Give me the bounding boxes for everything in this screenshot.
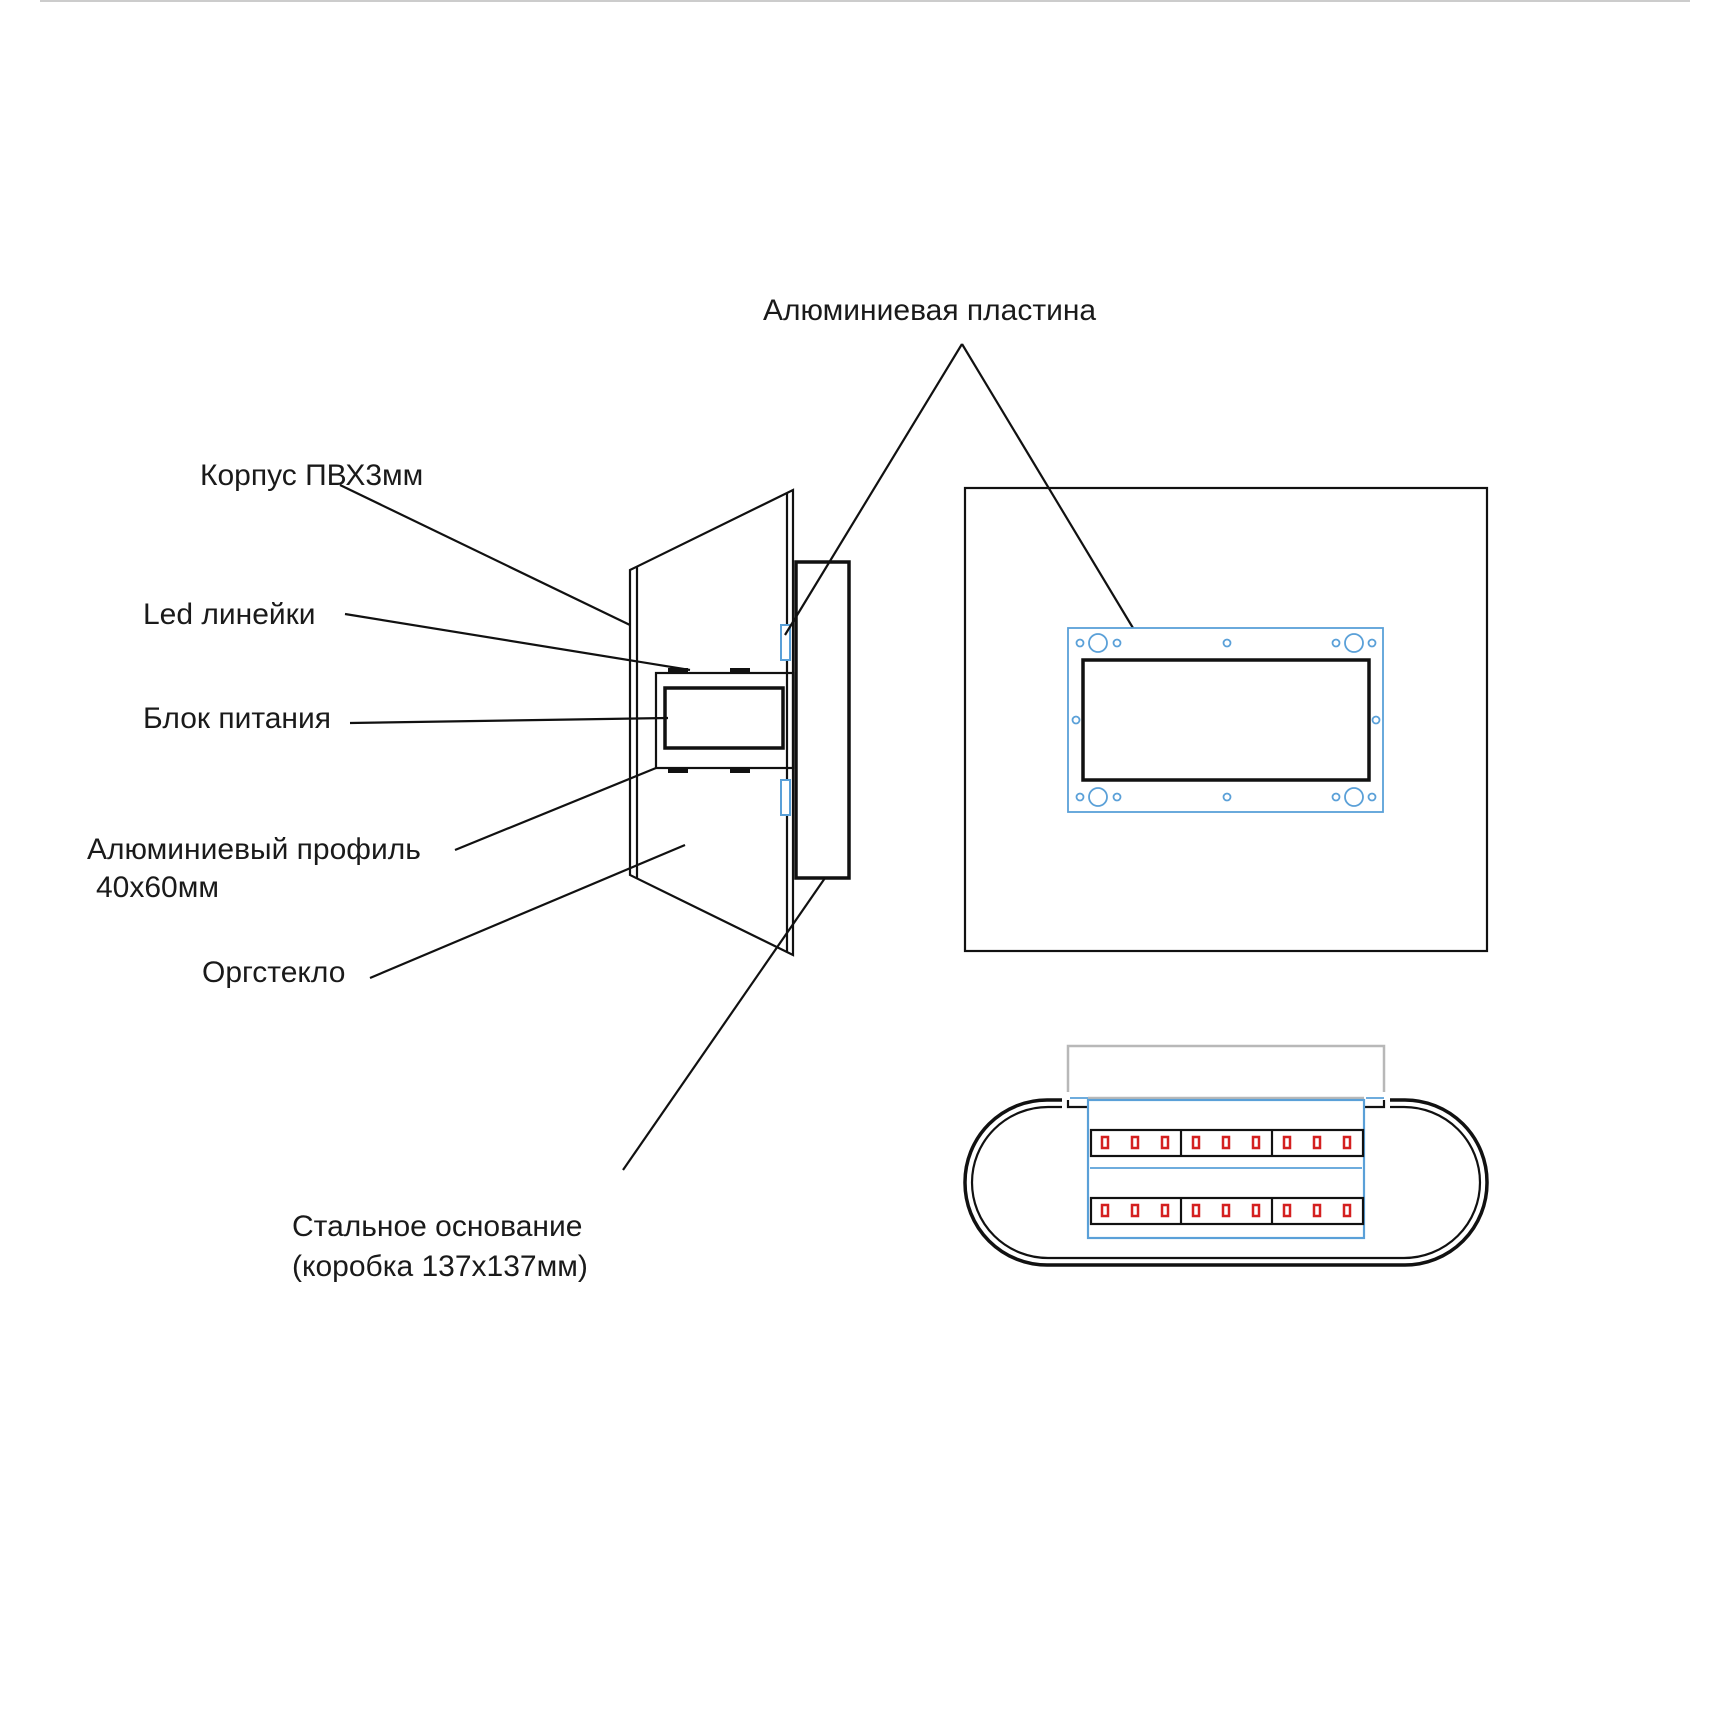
front-view bbox=[963, 486, 1489, 953]
led-strip-row-1 bbox=[1089, 1128, 1365, 1158]
led-nub-bottom-right bbox=[730, 767, 750, 773]
plate-hole-small-br2 bbox=[1367, 792, 1377, 802]
plate-hole-small-bl2 bbox=[1112, 792, 1122, 802]
label-led-strips: Led линейки bbox=[143, 598, 316, 631]
steel-base-box bbox=[794, 560, 851, 880]
front-panel bbox=[963, 486, 1489, 953]
led-r1-9 bbox=[1342, 1135, 1352, 1150]
label-steel-base: Стальное основание bbox=[292, 1210, 582, 1243]
led-r2-2 bbox=[1130, 1203, 1140, 1218]
leader-aluminum-plate-left bbox=[784, 343, 963, 636]
label-pvc-body: Корпус ПВХ3мм bbox=[200, 459, 423, 492]
notch-right-edge bbox=[1364, 1100, 1386, 1109]
plate-hole-small-bc bbox=[1222, 792, 1232, 802]
leader-plexiglass bbox=[369, 843, 686, 980]
top-aluminum-frame bbox=[1086, 1098, 1366, 1240]
plate-hole-small-ml bbox=[1071, 715, 1081, 725]
led-r1-1 bbox=[1100, 1135, 1110, 1150]
plate-hole-small-mr bbox=[1371, 715, 1381, 725]
plate-hole-small-bl bbox=[1075, 792, 1085, 802]
led-r1-5 bbox=[1221, 1135, 1231, 1150]
plate-hole-small-tl2 bbox=[1112, 638, 1122, 648]
leader-power-supply bbox=[349, 716, 669, 725]
side-view bbox=[628, 488, 851, 957]
leader-aluminum-profile bbox=[454, 766, 657, 852]
front-inner-opening bbox=[1081, 658, 1371, 782]
plate-hole-small-tc bbox=[1222, 638, 1232, 648]
led-r1-4 bbox=[1191, 1135, 1201, 1150]
leader-lines bbox=[339, 343, 1134, 1171]
plate-hole-small-tl bbox=[1075, 638, 1085, 648]
label-plexiglass: Оргстекло bbox=[202, 956, 345, 989]
led-nub-top-right bbox=[730, 668, 750, 674]
aluminum-profile-frame bbox=[654, 671, 795, 770]
led-r2-1 bbox=[1100, 1203, 1110, 1218]
led-r2-9 bbox=[1342, 1203, 1352, 1218]
label-steel-base-size: (коробка 137x137мм) bbox=[292, 1250, 588, 1283]
notch-left-edge bbox=[1066, 1100, 1088, 1109]
steel-box-top bbox=[1066, 1044, 1386, 1100]
top-section-view bbox=[963, 1044, 1489, 1267]
led-r2-4 bbox=[1191, 1203, 1201, 1218]
plate-hole-large-tl bbox=[1088, 633, 1108, 653]
led-r1-3 bbox=[1160, 1135, 1170, 1150]
aluminum-plate-strip-bottom bbox=[780, 779, 791, 816]
plate-hole-large-bl bbox=[1088, 787, 1108, 807]
pvc-body-outline bbox=[628, 488, 795, 957]
plate-hole-large-br bbox=[1344, 787, 1364, 807]
plate-hole-small-tr2 bbox=[1367, 638, 1377, 648]
led-r1-6 bbox=[1251, 1135, 1261, 1150]
led-strip-row-2 bbox=[1089, 1196, 1365, 1226]
led-r1-7 bbox=[1282, 1135, 1292, 1150]
plate-hole-small-tr bbox=[1331, 638, 1341, 648]
leader-aluminum-plate-right bbox=[961, 343, 1134, 629]
led-r2-7 bbox=[1282, 1203, 1292, 1218]
led-r2-8 bbox=[1312, 1203, 1322, 1218]
plate-hole-large-tr bbox=[1344, 633, 1364, 653]
led-r1-8 bbox=[1312, 1135, 1322, 1150]
led-nub-top-left bbox=[668, 668, 688, 674]
led-r2-6 bbox=[1251, 1203, 1261, 1218]
led-r2-5 bbox=[1221, 1203, 1231, 1218]
label-aluminum-plate: Алюминиевая пластина bbox=[763, 294, 1096, 327]
label-power-supply: Блок питания bbox=[143, 702, 331, 735]
led-r2-3 bbox=[1160, 1203, 1170, 1218]
aluminum-plate-strip-top bbox=[780, 624, 791, 661]
aluminum-plate-outline bbox=[1067, 627, 1384, 813]
label-aluminum-profile-size: 40x60мм bbox=[96, 871, 219, 904]
leader-steel-base bbox=[622, 877, 826, 1171]
plate-hole-small-br bbox=[1331, 792, 1341, 802]
leader-led-strips bbox=[344, 612, 691, 672]
led-nub-bottom-left bbox=[668, 767, 688, 773]
leader-pvc-body bbox=[339, 484, 631, 626]
led-r1-2 bbox=[1130, 1135, 1140, 1150]
power-supply-box bbox=[663, 686, 785, 750]
label-aluminum-profile: Алюминиевый профиль bbox=[87, 833, 421, 866]
